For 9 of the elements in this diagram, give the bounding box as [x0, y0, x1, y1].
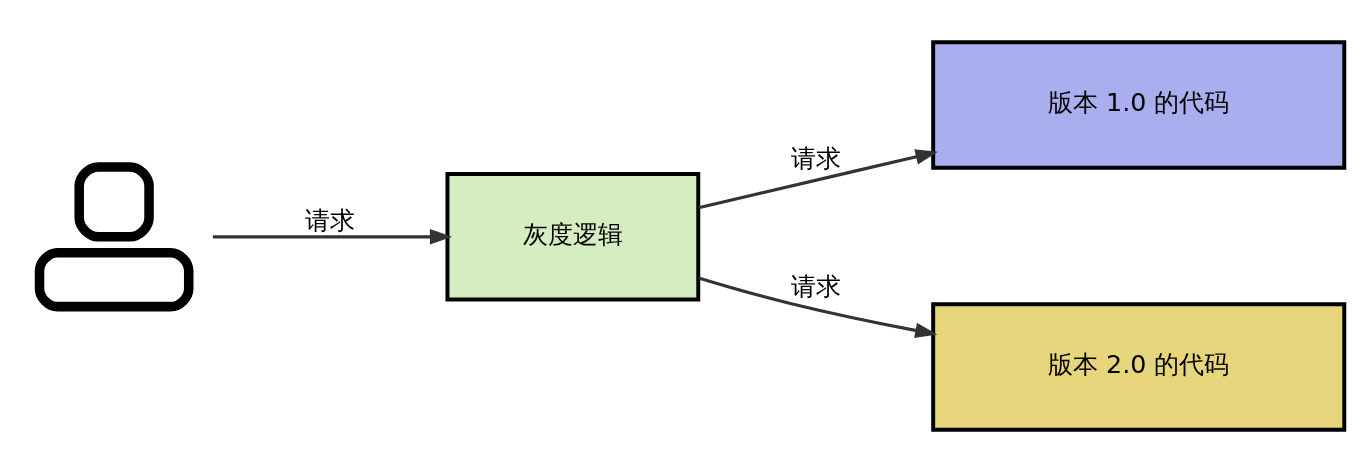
node-box: 版本 1.0 的代码 [931, 40, 1347, 170]
arrow [212, 229, 453, 245]
edge-label: 请求 [790, 142, 841, 173]
edge-label: 请求 [305, 204, 355, 235]
node-box: 灰度逻辑 [445, 172, 701, 302]
edge-label: 请求 [790, 271, 841, 302]
arrow [698, 276, 938, 339]
node-box: 版本 2.0 的代码 [931, 302, 1347, 432]
arrow [698, 149, 938, 210]
